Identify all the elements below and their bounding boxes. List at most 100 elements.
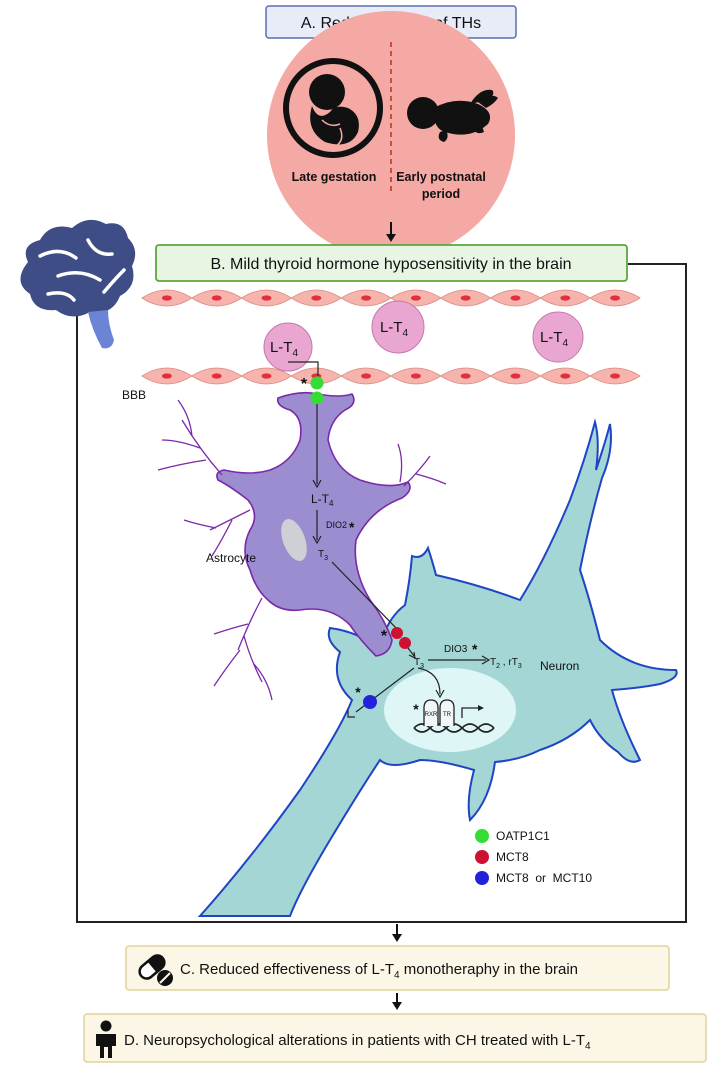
- astro-lt4-sub: 4: [329, 499, 334, 508]
- endothelial-cell-nucleus: [161, 295, 172, 301]
- arrow-t3-nucleus-head: [435, 689, 445, 699]
- arrow-t3-t2-head: [481, 655, 491, 665]
- svg-text:L-T4: L-T4: [540, 329, 569, 349]
- section-c-sub: 4: [394, 970, 400, 981]
- legend: OATP1C1 MCT8 MCT8 or MCT10: [475, 829, 592, 885]
- endothelial-cell-row-bottom: [141, 367, 641, 385]
- svg-text:L-T4: L-T4: [311, 492, 334, 508]
- rt3-main: rT: [508, 657, 517, 668]
- astro-t3-main: T: [318, 549, 324, 560]
- svg-text:C. Reduced effectiveness of L-: C. Reduced effectiveness of L-T4 monothe…: [180, 961, 578, 981]
- svg-text:T2 , rT3: T2 , rT3: [490, 657, 522, 670]
- lt4-bubble-3: L-T4: [532, 311, 584, 363]
- tr-label: TR: [443, 712, 452, 718]
- mct10-transporter: [363, 695, 377, 709]
- endothelial-cell-nucleus: [211, 373, 222, 379]
- dio3-label: DIO3: [444, 644, 468, 655]
- t2-sub: 2: [496, 663, 500, 670]
- transcription-arrow-head: [478, 705, 484, 711]
- legend-swatch-mct8: [475, 850, 489, 864]
- arrow-a-b-head: [386, 234, 396, 242]
- endothelial-cell-nucleus: [610, 373, 621, 379]
- section-c-text-2: monotheraphy in the brain: [400, 961, 578, 978]
- legend-label-mct8: MCT8: [496, 850, 529, 864]
- svg-text:T3: T3: [318, 549, 328, 562]
- section-d-text: D. Neuropsychological alterations in pat…: [124, 1032, 585, 1049]
- arrow-lt4-t3-head: [312, 535, 322, 545]
- tr-receptor: TR: [439, 699, 455, 726]
- endothelial-cell-nucleus: [211, 295, 222, 301]
- t2-sep: ,: [500, 657, 508, 668]
- rxr-receptor: RXR: [423, 699, 439, 726]
- asterisk-mct8: *: [381, 628, 388, 645]
- asterisk-receptor: *: [413, 701, 419, 717]
- oatp1c1-transporter-2: [310, 391, 324, 405]
- lt4-bubble-1: L-T4: [263, 322, 313, 372]
- mct8-transporter-2: [399, 637, 411, 649]
- rt3-sub: 3: [518, 663, 522, 670]
- endothelial-cell-nucleus: [361, 373, 372, 379]
- lt4-bubble-1-main: L-T: [270, 339, 293, 356]
- endothelial-cell-nucleus: [460, 373, 471, 379]
- section-b-frame: [76, 263, 687, 923]
- endothelial-cell-nucleus: [261, 373, 272, 379]
- section-d-sub: 4: [585, 1041, 591, 1052]
- legend-swatch-mct8-mct10: [475, 871, 489, 885]
- arrow-t3-exit-head: [347, 710, 355, 718]
- astrocyte-label: Astrocyte: [206, 551, 256, 565]
- section-b-box: [155, 244, 628, 282]
- astrocyte-processes: [157, 399, 447, 701]
- section-c-box: [125, 945, 670, 991]
- arrow-t3-mct8: [331, 561, 399, 631]
- brain-icon: [20, 219, 136, 349]
- oatp1c1-transporter-1: [310, 376, 324, 390]
- early-postnatal-label-1: Early postnatal: [396, 170, 486, 184]
- arrow-mct8-neuron: [407, 647, 415, 657]
- t2-main: T: [490, 657, 496, 668]
- astrocyte-cell: [216, 391, 411, 657]
- baby-icon: [407, 89, 498, 142]
- asterisk-dio2: *: [349, 519, 355, 535]
- legend-label-mct8-mct10: MCT8 or MCT10: [496, 871, 592, 885]
- arrow-mct8-neuron-head: [408, 651, 416, 660]
- rxr-label: RXR: [425, 712, 438, 718]
- early-postnatal-label-2: period: [422, 187, 460, 201]
- pill-icon: [138, 954, 173, 986]
- endothelial-cell-nucleus: [610, 295, 621, 301]
- arrow-b-c-head: [392, 934, 402, 942]
- astrocyte-nucleus: [281, 518, 307, 562]
- asterisk-dio3: *: [472, 641, 478, 657]
- arrow-bbb-astro-head: [312, 479, 322, 489]
- section-d-box: [83, 1013, 707, 1063]
- asterisk-oatp: *: [301, 376, 308, 393]
- endothelial-cell-nucleus: [361, 295, 372, 301]
- dio2-label: DIO2: [326, 520, 347, 530]
- mct8-transporter-1: [391, 627, 403, 639]
- neuron-t3-main: T: [414, 657, 420, 668]
- person-icon: [96, 1020, 116, 1058]
- endothelial-cell-nucleus: [560, 295, 571, 301]
- lt4-bubble-2: L-T4: [371, 300, 425, 354]
- endothelial-cell-nucleus: [460, 295, 471, 301]
- svg-text:D. Neuropsychological alterati: D. Neuropsychological alterations in pat…: [124, 1032, 591, 1052]
- lt4-bubble-1-sub: 4: [292, 348, 298, 359]
- endothelial-cell-nucleus: [560, 373, 571, 379]
- fetus-icon: [283, 58, 383, 158]
- endothelial-cell-row-top: [141, 289, 641, 307]
- endothelial-cell-nucleus: [161, 373, 172, 379]
- legend-label-oatp1c1: OATP1C1: [496, 829, 550, 843]
- section-c-text-1: C. Reduced effectiveness of L-T: [180, 961, 394, 978]
- entry-path: [288, 361, 319, 376]
- endothelial-cell-nucleus: [261, 295, 272, 301]
- section-b-title: B. Mild thyroid hormone hyposensitivity …: [210, 256, 571, 273]
- lt4-bubble-3-sub: 4: [562, 338, 568, 349]
- lt4-bubble-2-sub: 4: [402, 328, 408, 339]
- endothelial-cell-nucleus: [410, 295, 421, 301]
- svg-text:T3: T3: [414, 657, 424, 670]
- asterisk-mct10: *: [355, 684, 361, 700]
- transcription-arrow: [461, 707, 480, 718]
- legend-swatch-oatp1c1: [475, 829, 489, 843]
- late-gestation-label: Late gestation: [292, 170, 377, 184]
- astro-lt4-main: L-T: [311, 492, 330, 506]
